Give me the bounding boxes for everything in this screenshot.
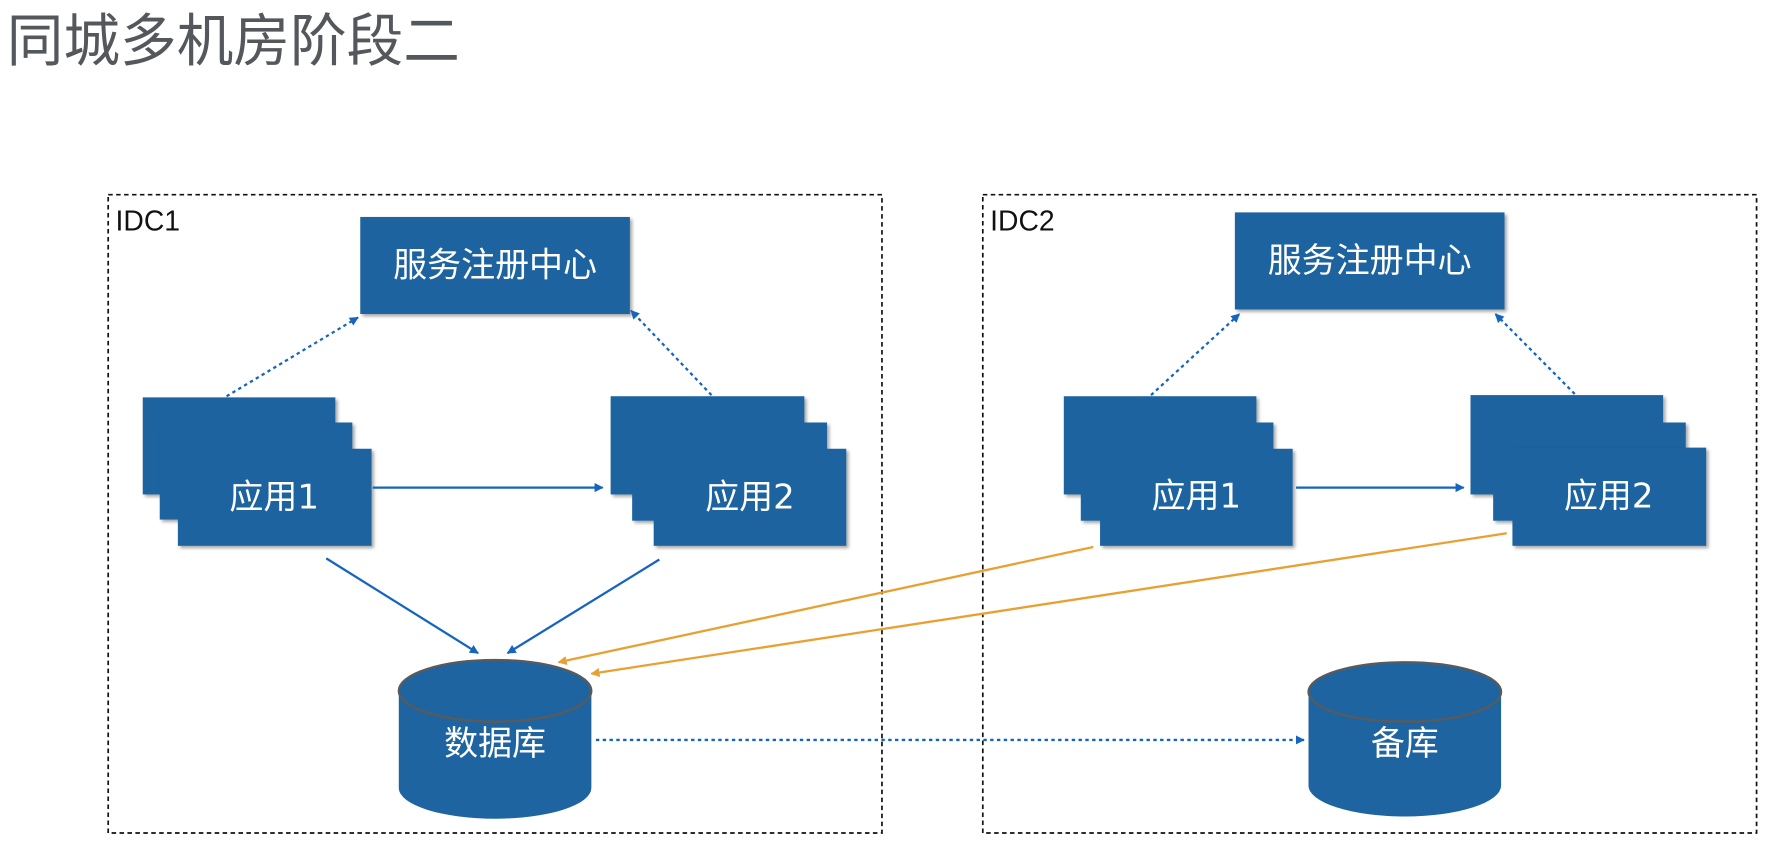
idc1-app2-cluster[interactable]: 应用2 <box>610 396 847 546</box>
arrow-idc2-app2-to-registry <box>1494 313 1576 395</box>
idc1-app2-label: 应用2 <box>705 477 795 517</box>
idc2-app2-cluster[interactable]: 应用2 <box>1470 395 1707 546</box>
idc2-database-label: 备库 <box>1371 724 1439 764</box>
idc1-app1-cluster[interactable]: 应用1 <box>142 397 372 546</box>
arrow-idc1-app2-to-database <box>506 558 660 655</box>
idc1-registry-label: 服务注册中心 <box>393 246 597 286</box>
arrow-idc1-app1-to-registry <box>226 316 359 398</box>
arrow-idc2-app1-to-idc1-database <box>557 545 1094 666</box>
idc2-backup-database[interactable]: 备库 <box>1307 661 1503 817</box>
arrow-idc1-app2-to-registry <box>630 309 713 396</box>
idc1-label: IDC1 <box>116 206 181 238</box>
idc2-frame: IDC2 <box>981 193 1758 834</box>
idc2-registry[interactable]: 服务注册中心 <box>1234 212 1505 310</box>
arrow-idc2-app1-to-registry <box>1150 313 1241 396</box>
idc2-app1-cluster[interactable]: 应用1 <box>1063 396 1293 546</box>
idc1-database[interactable]: 数据库 <box>397 658 593 819</box>
idc2-app2-label: 应用2 <box>1564 476 1654 516</box>
idc2-registry-label: 服务注册中心 <box>1268 241 1472 281</box>
arrow-idc1-app1-to-database <box>325 557 479 655</box>
idc2-app1-label: 应用1 <box>1152 476 1242 516</box>
idc1-database-label: 数据库 <box>444 724 546 764</box>
idc1-app1-label: 应用1 <box>229 477 319 517</box>
idc2-label: IDC2 <box>990 206 1055 238</box>
page-title: 同城多机房阶段二 <box>7 8 460 74</box>
arrow-idc2-app2-to-idc1-database <box>590 532 1507 677</box>
idc1-frame: IDC1 <box>107 193 883 834</box>
idc1-registry[interactable]: 服务注册中心 <box>360 216 630 315</box>
